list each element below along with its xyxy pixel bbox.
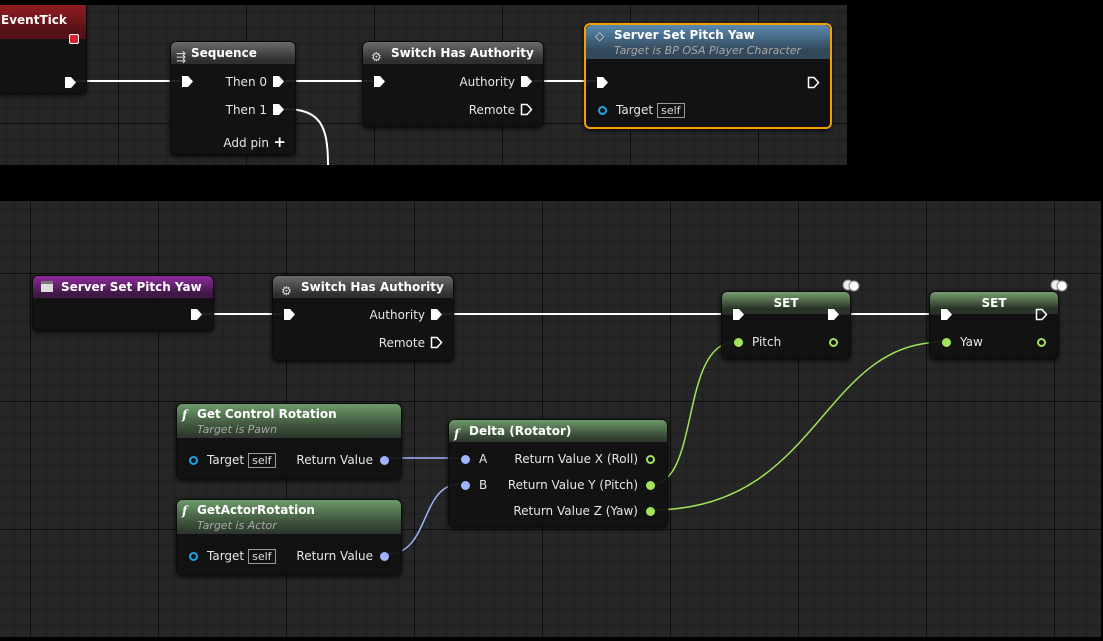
function-f-icon: f [454, 427, 460, 441]
add-pin-label: Add pin [223, 136, 269, 150]
pitch-out-pin[interactable] [646, 481, 655, 490]
target-pin[interactable] [598, 106, 607, 115]
node-title: Server Set Pitch Yaw [61, 280, 202, 294]
exec-in-pin[interactable] [373, 75, 386, 88]
a-label: A [479, 452, 488, 466]
target-label: Target [207, 453, 245, 467]
pitch-out-label: Return Value Y (Pitch) [507, 478, 638, 492]
function-f-icon: f [182, 504, 188, 518]
get-control-rotation-node[interactable]: f Get Control Rotation Target is Pawn Ta… [176, 403, 402, 479]
set-pitch-node[interactable]: SET Pitch [721, 291, 851, 359]
node-title: Switch Has Authority [391, 46, 534, 60]
authority-pin[interactable] [520, 75, 533, 88]
get-actor-rotation-node[interactable]: f GetActorRotation Target is Actor Targe… [176, 499, 402, 575]
server-set-pitch-yaw-call-node[interactable]: ◇ Server Set Pitch Yaw Target is BP OSA … [584, 23, 832, 129]
remote-label: Remote [378, 336, 425, 350]
yaw-in-pin[interactable] [942, 338, 951, 347]
self-default-box[interactable]: self [248, 549, 276, 564]
plus-icon[interactable]: + [273, 133, 286, 151]
node-title: Get Control Rotation [197, 407, 337, 421]
pitch-label: Pitch [752, 335, 782, 349]
event-icon [41, 281, 53, 292]
node-subtitle: Target is Pawn [197, 423, 278, 436]
target-pin[interactable] [189, 552, 198, 561]
node-subtitle: Target is Actor [197, 519, 277, 532]
authority-label: Authority [459, 75, 515, 89]
self-default-box[interactable]: self [248, 453, 276, 468]
return-value-label: Return Value [296, 453, 373, 467]
node-title: Sequence [191, 46, 257, 60]
node-title: Switch Has Authority [301, 280, 444, 294]
yaw-out-pin[interactable] [646, 507, 655, 516]
authority-label: Authority [369, 308, 425, 322]
float-wire [651, 341, 944, 511]
server-set-pitch-yaw-event-node[interactable]: Server Set Pitch Yaw [32, 275, 214, 331]
gear-icon: ⚙ [371, 50, 382, 64]
gear-icon: ⚙ [281, 284, 292, 298]
node-title: EventTick [1, 13, 67, 27]
yaw-out-label: Return Value Z (Yaw) [513, 504, 638, 518]
exec-out-pin[interactable] [64, 76, 77, 89]
node-title: GetActorRotation [197, 503, 315, 517]
function-f-icon: f [182, 408, 188, 422]
target-label: Target [616, 103, 654, 117]
exec-in-pin[interactable] [732, 308, 745, 321]
remote-pin[interactable] [520, 103, 533, 116]
exec-in-pin[interactable] [940, 308, 953, 321]
sequence-icon: ⇶ [176, 50, 187, 64]
roll-label: Return Value X (Roll) [514, 452, 638, 466]
b-in-pin[interactable] [461, 481, 470, 490]
exec-out-pin[interactable] [1035, 308, 1048, 321]
return-value-pin[interactable] [380, 552, 389, 561]
yaw-label: Yaw [960, 335, 983, 349]
add-pin-button[interactable]: Add pin [223, 136, 269, 150]
return-value-label: Return Value [296, 549, 373, 563]
diamond-icon: ◇ [595, 29, 605, 43]
switch-has-authority-node[interactable]: ⚙ Switch Has Authority Authority Remote [272, 275, 454, 361]
roll-out-pin[interactable] [646, 455, 655, 464]
node-title: SET [981, 296, 1007, 310]
node-title: Server Set Pitch Yaw [614, 28, 755, 42]
then0-pin[interactable] [272, 75, 285, 88]
target-label: Target [207, 549, 245, 563]
node-title: SET [773, 296, 799, 310]
set-yaw-node[interactable]: SET Yaw [929, 291, 1059, 359]
remote-pin[interactable] [430, 336, 443, 349]
yaw-out-pin[interactable] [1037, 338, 1046, 347]
node-title: Delta (Rotator) [469, 424, 572, 438]
remote-label: Remote [468, 103, 515, 117]
a-in-pin[interactable] [461, 455, 470, 464]
pitch-out-pin[interactable] [829, 338, 838, 347]
network-bubble-icon [842, 279, 860, 292]
b-label: B [479, 478, 488, 492]
target-pin[interactable] [189, 456, 198, 465]
exec-out-pin[interactable] [827, 308, 840, 321]
delta-rotator-node[interactable]: f Delta (Rotator) A B Return Value X (Ro… [448, 419, 668, 527]
self-default-box[interactable]: self [657, 103, 685, 118]
exec-in-pin[interactable] [181, 75, 194, 88]
pitch-in-pin[interactable] [734, 338, 743, 347]
then1-label: Then 1 [225, 103, 267, 117]
return-value-pin[interactable] [380, 456, 389, 465]
sequence-node[interactable]: ⇶ Sequence Then 0 Then 1 Add pin + [170, 41, 296, 155]
graph-panel-bottom[interactable]: Server Set Pitch Yaw ⚙ Switch Has Author… [0, 201, 1101, 637]
exec-out-pin[interactable] [807, 76, 820, 89]
switch-has-authority-node[interactable]: ⚙ Switch Has Authority Authority Remote [362, 41, 544, 127]
red-square-icon [69, 34, 79, 44]
exec-out-pin[interactable] [190, 308, 203, 321]
graph-panel-top[interactable]: EventTick ⇶ Sequence Then 0 Then 1 Add p… [0, 5, 847, 165]
authority-pin[interactable] [430, 308, 443, 321]
node-subtitle: Target is BP OSA Player Character [614, 44, 802, 57]
then1-pin[interactable] [272, 103, 285, 116]
exec-in-pin[interactable] [596, 76, 609, 89]
exec-in-pin[interactable] [283, 308, 296, 321]
event-tick-node[interactable]: EventTick [0, 5, 87, 94]
network-bubble-icon [1050, 279, 1068, 292]
then0-label: Then 0 [225, 75, 267, 89]
